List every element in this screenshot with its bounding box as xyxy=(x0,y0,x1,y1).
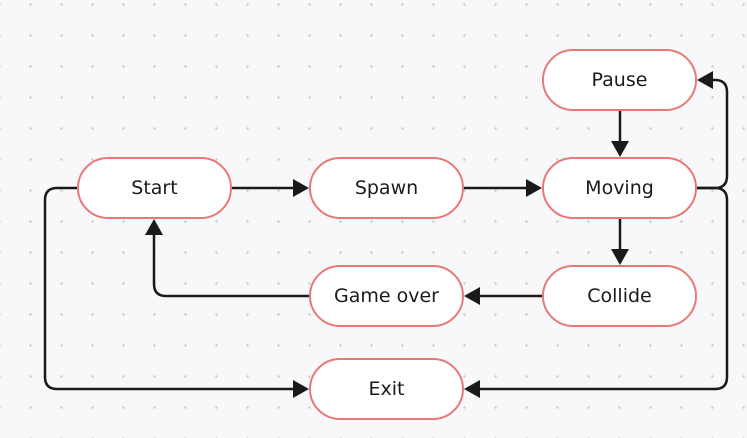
edge-start-to-exit xyxy=(43,186,309,398)
state-node-collide[interactable]: Collide xyxy=(542,265,697,327)
node-label: Spawn xyxy=(354,177,419,199)
node-label: Game over xyxy=(334,285,439,307)
edge-spawn-to-moving xyxy=(464,179,542,197)
state-node-pause[interactable]: Pause xyxy=(542,49,697,111)
edge-pause-to-moving xyxy=(611,111,629,157)
node-label: Exit xyxy=(368,378,405,400)
edge-moving-to-pause xyxy=(697,71,729,190)
edge-moving-to-collide xyxy=(611,219,629,265)
edge-collide-to-gameover xyxy=(464,287,542,305)
node-label: Moving xyxy=(585,177,654,199)
node-label: Start xyxy=(131,177,178,199)
edge-start-to-spawn xyxy=(232,179,309,197)
edge-moving-to-exit xyxy=(464,186,729,398)
state-node-exit[interactable]: Exit xyxy=(309,358,464,420)
state-node-start[interactable]: Start xyxy=(77,157,232,219)
state-node-game-over[interactable]: Game over xyxy=(309,265,464,327)
node-label: Pause xyxy=(591,69,648,91)
state-node-moving[interactable]: Moving xyxy=(542,157,697,219)
edge-gameover-to-start xyxy=(145,219,309,298)
state-node-spawn[interactable]: Spawn xyxy=(309,157,464,219)
node-label: Collide xyxy=(587,285,652,307)
